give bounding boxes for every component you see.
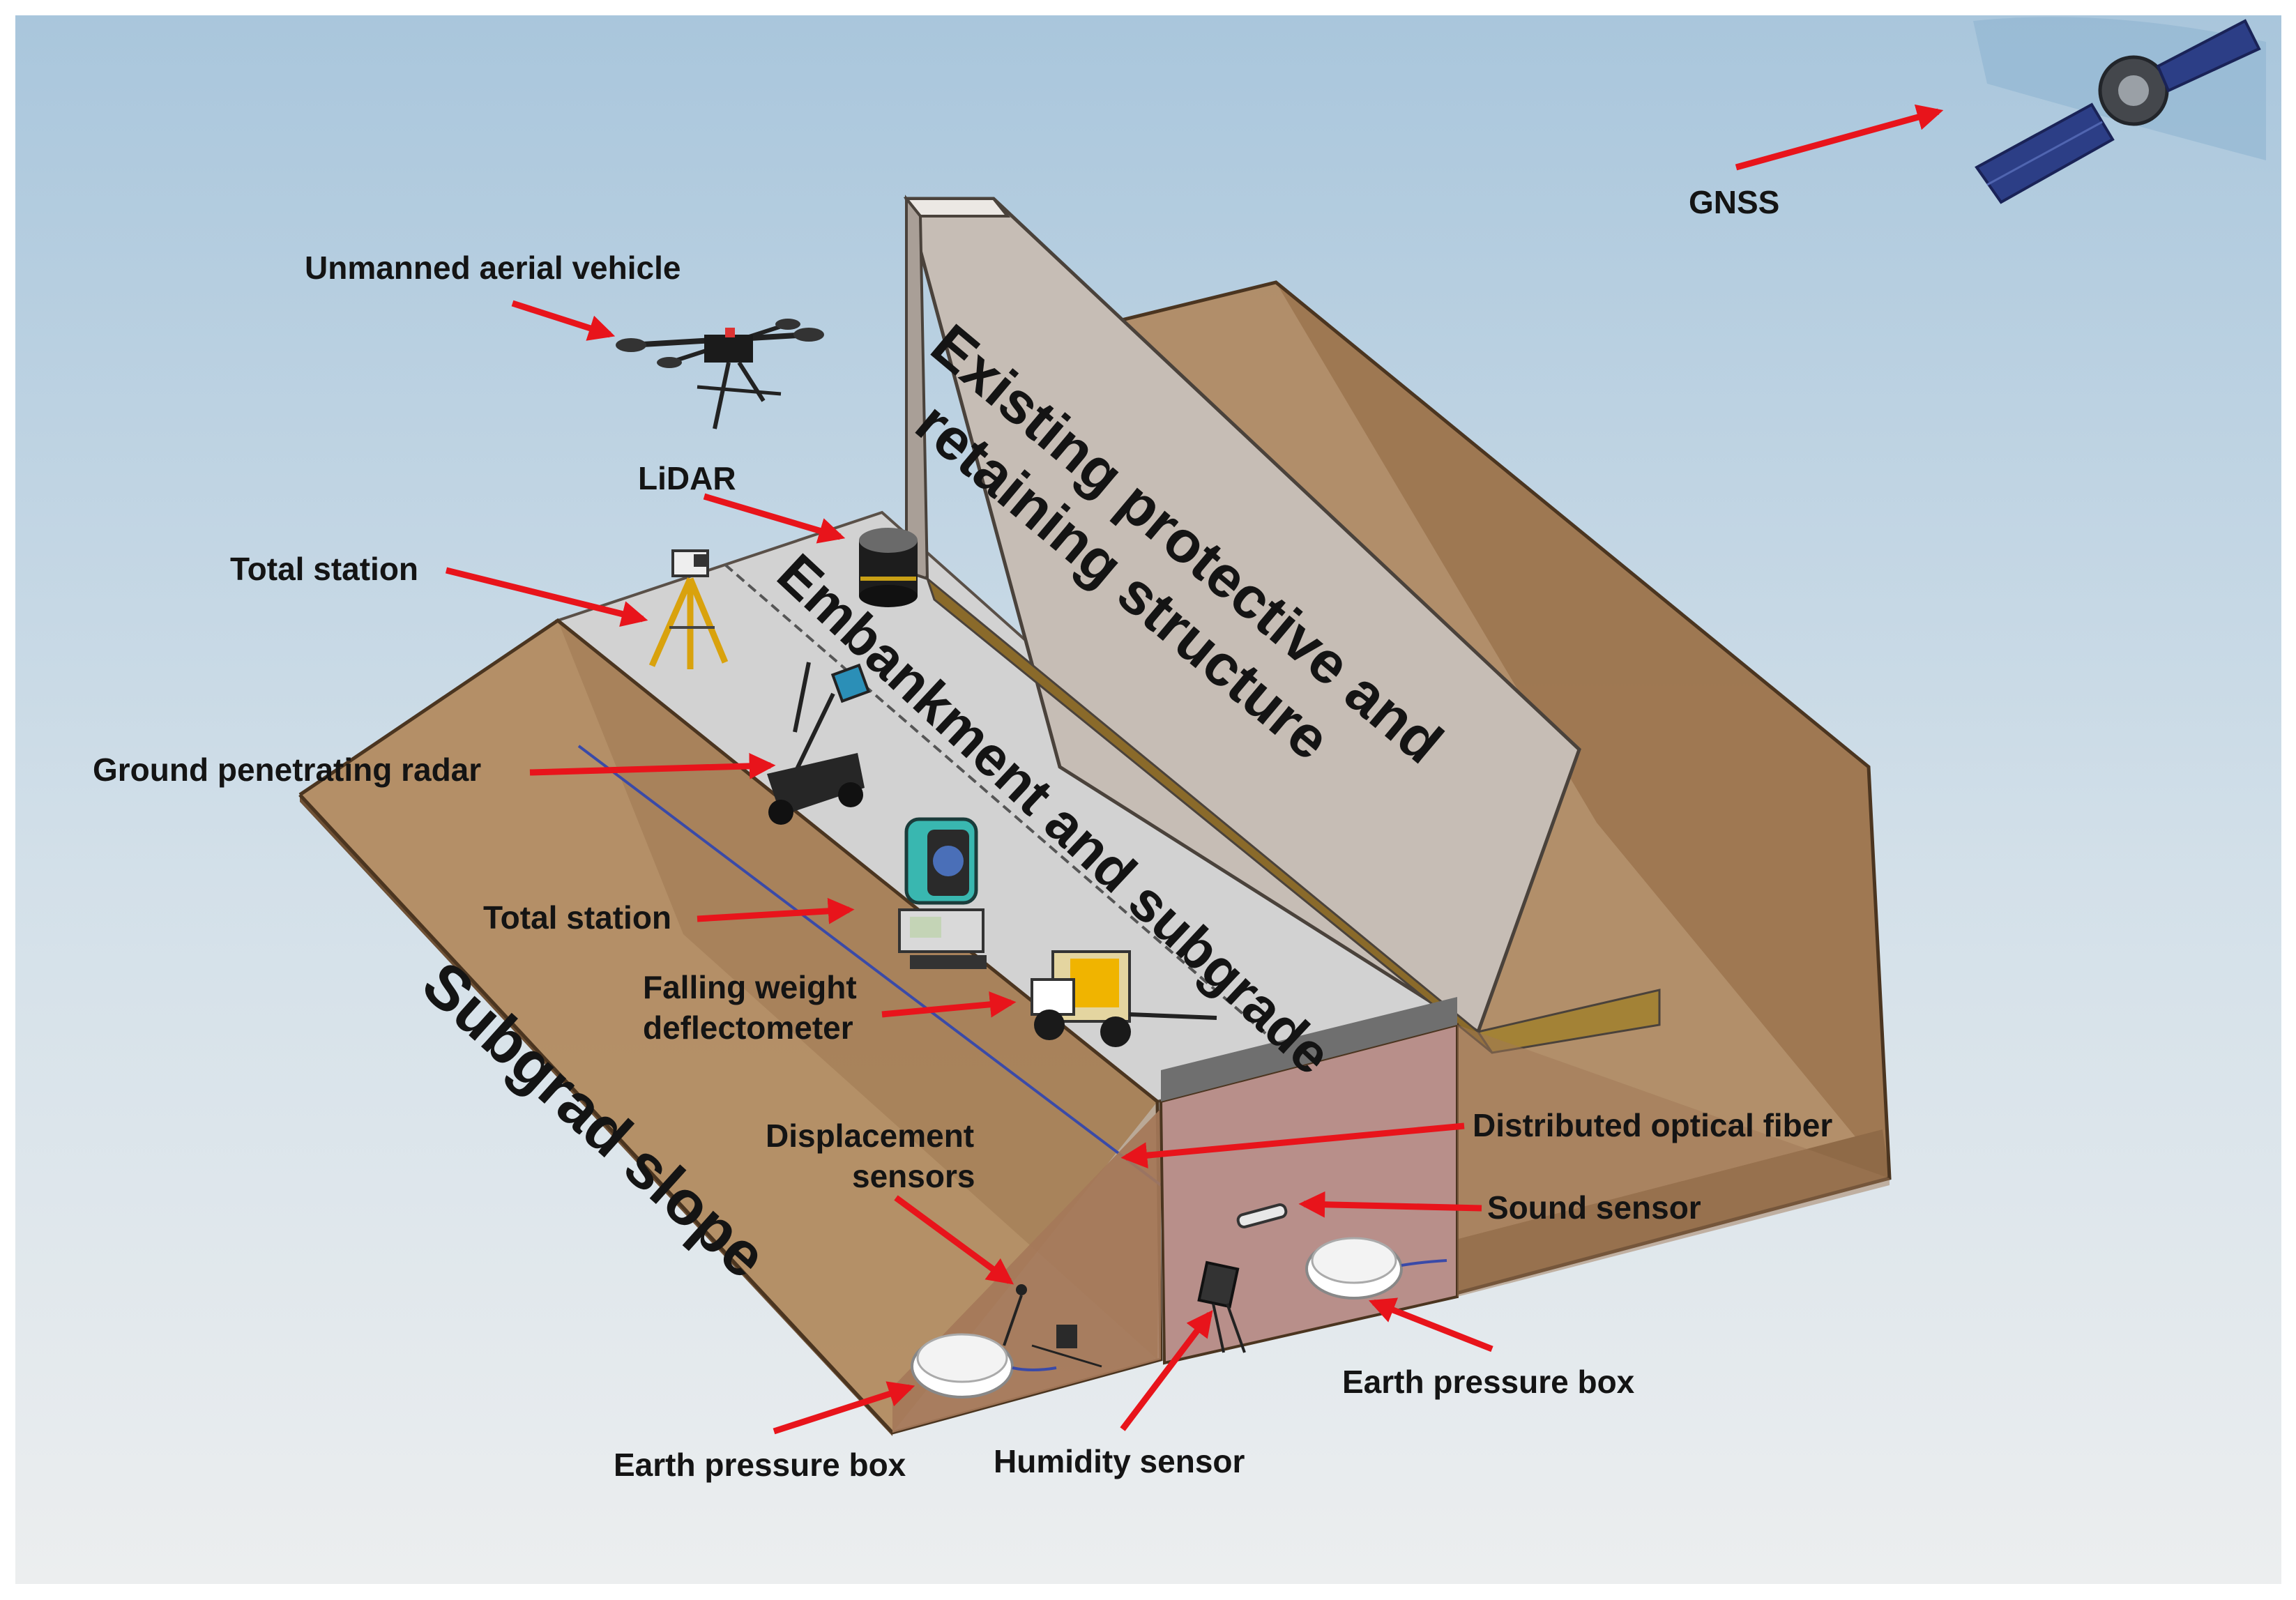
uav-label: Unmanned aerial vehicle [305, 250, 681, 286]
gpr-label: Ground penetrating radar [93, 752, 481, 788]
fwd-label-line1: Falling weight [643, 969, 857, 1005]
tripod-total-station-icon [648, 549, 729, 669]
fwd-label-line2: deflectometer [643, 1009, 853, 1046]
sound-sensor-icon [1236, 1203, 1288, 1228]
earth-pressure-box-left-icon [911, 1333, 1057, 1399]
fwd-trailer-icon [1031, 950, 1217, 1047]
total-station-top-label: Total station [230, 551, 418, 587]
road-edge-line [724, 563, 1305, 1068]
lidar-icon [859, 528, 918, 607]
earth-pressure-box-right-icon [1305, 1237, 1447, 1300]
callout-arrows [445, 104, 1944, 1435]
lidar-label: LiDAR [638, 460, 736, 496]
gpr-icon [767, 662, 871, 825]
arrow-fwd [881, 991, 1017, 1018]
displacement-label-line2: sensors [852, 1158, 975, 1194]
arrow-earth-pressure-right [1368, 1297, 1493, 1353]
humidity-sensor-label: Humidity sensor [994, 1443, 1245, 1479]
arrow-optical-fiber [1120, 1122, 1465, 1169]
arrow-earth-pressure-left [773, 1381, 915, 1435]
arrow-sound-sensor [1298, 1191, 1482, 1218]
sound-sensor-label: Sound sensor [1487, 1189, 1701, 1226]
satellite-icon [1973, 17, 2266, 204]
drone-icon [616, 319, 824, 429]
arrow-total-station-top [445, 567, 648, 627]
arrow-total-station-mid [697, 897, 855, 924]
arrow-uav [511, 300, 616, 341]
earth-pressure-left-label: Earth pressure box [614, 1447, 906, 1483]
optical-fiber-label: Distributed optical fiber [1473, 1107, 1832, 1143]
total-station-mid-label: Total station [483, 899, 671, 936]
displacement-sensor-icon [1003, 1284, 1102, 1368]
earth-pressure-right-label: Earth pressure box [1342, 1364, 1635, 1400]
arrow-displacement [894, 1195, 1014, 1285]
total-station-icon [898, 817, 987, 969]
arrow-gnss [1735, 104, 1944, 171]
arrow-gpr [529, 752, 776, 779]
arrow-lidar [703, 493, 846, 544]
humidity-sensor-icon [1197, 1260, 1246, 1353]
retaining-wall [903, 195, 1661, 1054]
displacement-label-line1: Displacement [766, 1118, 974, 1154]
gnss-label: GNSS [1689, 184, 1779, 220]
arrow-humidity [1120, 1309, 1213, 1431]
